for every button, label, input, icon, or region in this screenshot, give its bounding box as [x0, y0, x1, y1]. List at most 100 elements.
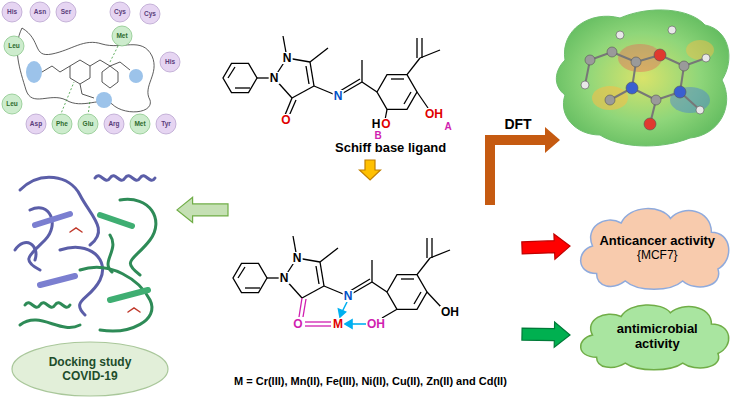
ligand-structure [306, 66, 309, 84]
atom-label: N [333, 90, 344, 102]
residue-label: Met [134, 121, 145, 128]
complex-structure [371, 260, 372, 282]
ligand-structure [223, 36, 440, 120]
interaction-map [102, 66, 118, 88]
dft-surface [696, 106, 704, 114]
ligand-structure [421, 38, 422, 58]
residue-label: Asp [30, 121, 42, 128]
interaction-map [70, 60, 90, 84]
protein-ribbon [20, 199, 156, 331]
interaction-map [17, 28, 154, 112]
interaction-map [30, 2, 50, 22]
cloud-shape [581, 209, 729, 290]
annotation-label: DFT [504, 117, 531, 131]
carbonyl-bond [305, 321, 331, 322]
ligand-structure [377, 75, 417, 110]
dft-surface [651, 95, 661, 105]
protein-ribbon [35, 214, 75, 285]
complex-structure [372, 282, 387, 292]
residue-label: His [7, 9, 17, 16]
block-arrow [360, 160, 381, 180]
protein-ribbon [25, 303, 70, 308]
protein-ribbon [20, 320, 80, 327]
dft-surface [585, 55, 595, 65]
dft-surface [702, 54, 710, 62]
ligand-structure [404, 92, 411, 104]
protein-ribbon [100, 215, 148, 300]
interaction-map [104, 114, 124, 134]
interaction-map [78, 114, 98, 134]
protein-ribbon [128, 308, 140, 312]
ligand-structure [407, 58, 420, 75]
ligand-structure [416, 38, 417, 58]
interaction-map [2, 2, 180, 134]
protein-ribbon [70, 228, 140, 312]
carbonyl-bond [299, 298, 331, 326]
interaction-map [26, 114, 46, 134]
interaction-map [4, 36, 24, 56]
complex-structure [430, 250, 450, 258]
dft-surface [581, 26, 710, 130]
complex-structure [417, 258, 430, 275]
protein-ribbon [95, 176, 155, 181]
metal-label: M [332, 318, 344, 330]
interaction-map [2, 94, 22, 114]
interaction-map [42, 66, 70, 72]
protein-ribbon [80, 267, 152, 331]
atom-label: N [292, 252, 303, 264]
docking-label: Docking study COVID-19 [35, 355, 145, 384]
atom-label: O [280, 114, 291, 126]
dft-surface [644, 118, 656, 130]
complex-structure [238, 267, 245, 278]
residue-label: Leu [6, 101, 18, 108]
residue-label: His [165, 59, 175, 66]
dft-arrow [545, 127, 560, 153]
ligand-structure [223, 63, 257, 92]
protein-ribbon [108, 235, 113, 272]
complex-structure [414, 292, 421, 304]
protein-ribbon [29, 208, 52, 270]
protein-ribbon [40, 276, 75, 285]
ligand-structure [420, 50, 440, 58]
dft-surface [670, 87, 710, 113]
docking-group: Docking study COVID-19 [5, 160, 175, 400]
interaction-map [2, 2, 180, 134]
interaction-map [52, 114, 72, 134]
residue-label: Arg [108, 121, 119, 128]
complex-structure [387, 275, 427, 310]
complex-structure [426, 238, 427, 258]
dft-surface [592, 86, 628, 110]
atom-label: OH [424, 108, 444, 120]
residue-label: Ser [61, 9, 71, 16]
complex-structure [233, 263, 267, 292]
site-label: A [443, 122, 452, 132]
residue-label: Tyr [161, 121, 171, 128]
interaction-map [60, 46, 118, 116]
atom-label: O [380, 118, 391, 130]
dft-surface [605, 95, 615, 105]
activity-cloud: Anticancer activity{MCF7} [572, 200, 736, 292]
text-holder: M = Cr(III), Mn(II), Fe(III), Ni(II), Cu… [234, 375, 516, 388]
protein-ribbon [100, 215, 132, 226]
complex-structure [401, 278, 414, 279]
cloud-label: Anticancer activity [599, 233, 715, 249]
interaction-map [26, 61, 42, 83]
dft-arrow [490, 127, 560, 205]
complex-structure [316, 266, 319, 284]
complex-structure [245, 287, 260, 288]
interaction-map [96, 92, 112, 108]
caption-text: Schiff base ligand [335, 140, 446, 156]
complex-structure [302, 286, 324, 298]
complex-structure [382, 309, 397, 318]
dft-surface [556, 10, 729, 146]
atom-label: OH [440, 306, 460, 318]
interaction-map [156, 114, 176, 134]
docking-ellipse [12, 342, 168, 396]
protein-ribbon [120, 199, 156, 275]
interaction-map [160, 52, 180, 72]
block-arrow [522, 234, 570, 259]
carbonyl-bond [299, 298, 302, 317]
residue-label: Asn [34, 9, 46, 16]
atom-label: N [269, 72, 280, 84]
cloud-shape [581, 305, 729, 370]
